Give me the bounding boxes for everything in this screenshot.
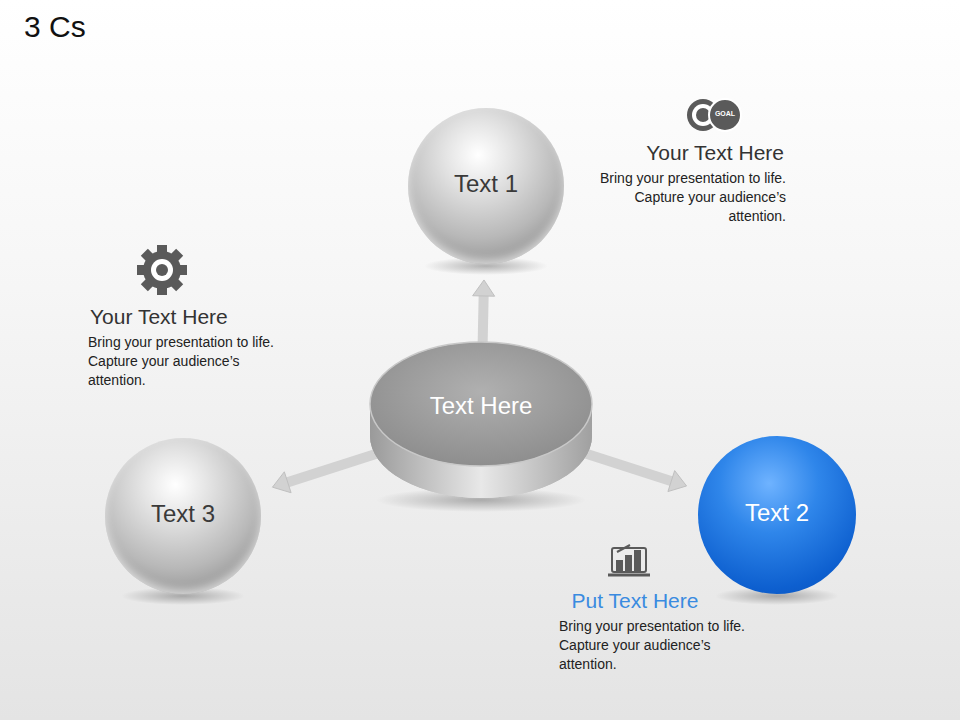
chart-icon [608,545,650,575]
arrow-head [272,472,291,493]
arrow-head [473,280,495,296]
text-body: Bring your presentation to life. Capture… [600,169,786,226]
arrow-shaft [483,294,484,348]
text-heading: Put Text Here [540,587,730,615]
node-label: Text 3 [105,500,261,528]
gear-icon [137,245,187,295]
node-label: Text 1 [408,170,564,198]
sphere-node: Text 1 [408,108,564,264]
node-label: Text 2 [698,499,856,527]
arrow-shaft [576,451,673,482]
sphere-node: Text 2 [698,436,856,594]
flow-arrow [576,451,686,492]
center-disc: Text Here [368,340,594,505]
text-heading: Your Text Here [90,303,290,331]
text-heading: Your Text Here [600,139,784,167]
arrow-head [668,471,687,492]
arrow-shaft [286,451,386,483]
disc-shape [368,340,594,505]
diagram-title: 3 Cs [24,10,86,44]
icon-text: GOAL [704,109,746,118]
node-label: Text Here [368,392,594,420]
text-body: Bring your presentation to life. Capture… [88,333,274,390]
sphere-node: Text 3 [105,438,261,594]
flow-arrow [473,280,495,348]
flow-arrow [272,451,385,493]
text-body: Bring your presentation to life. Capture… [559,617,745,674]
